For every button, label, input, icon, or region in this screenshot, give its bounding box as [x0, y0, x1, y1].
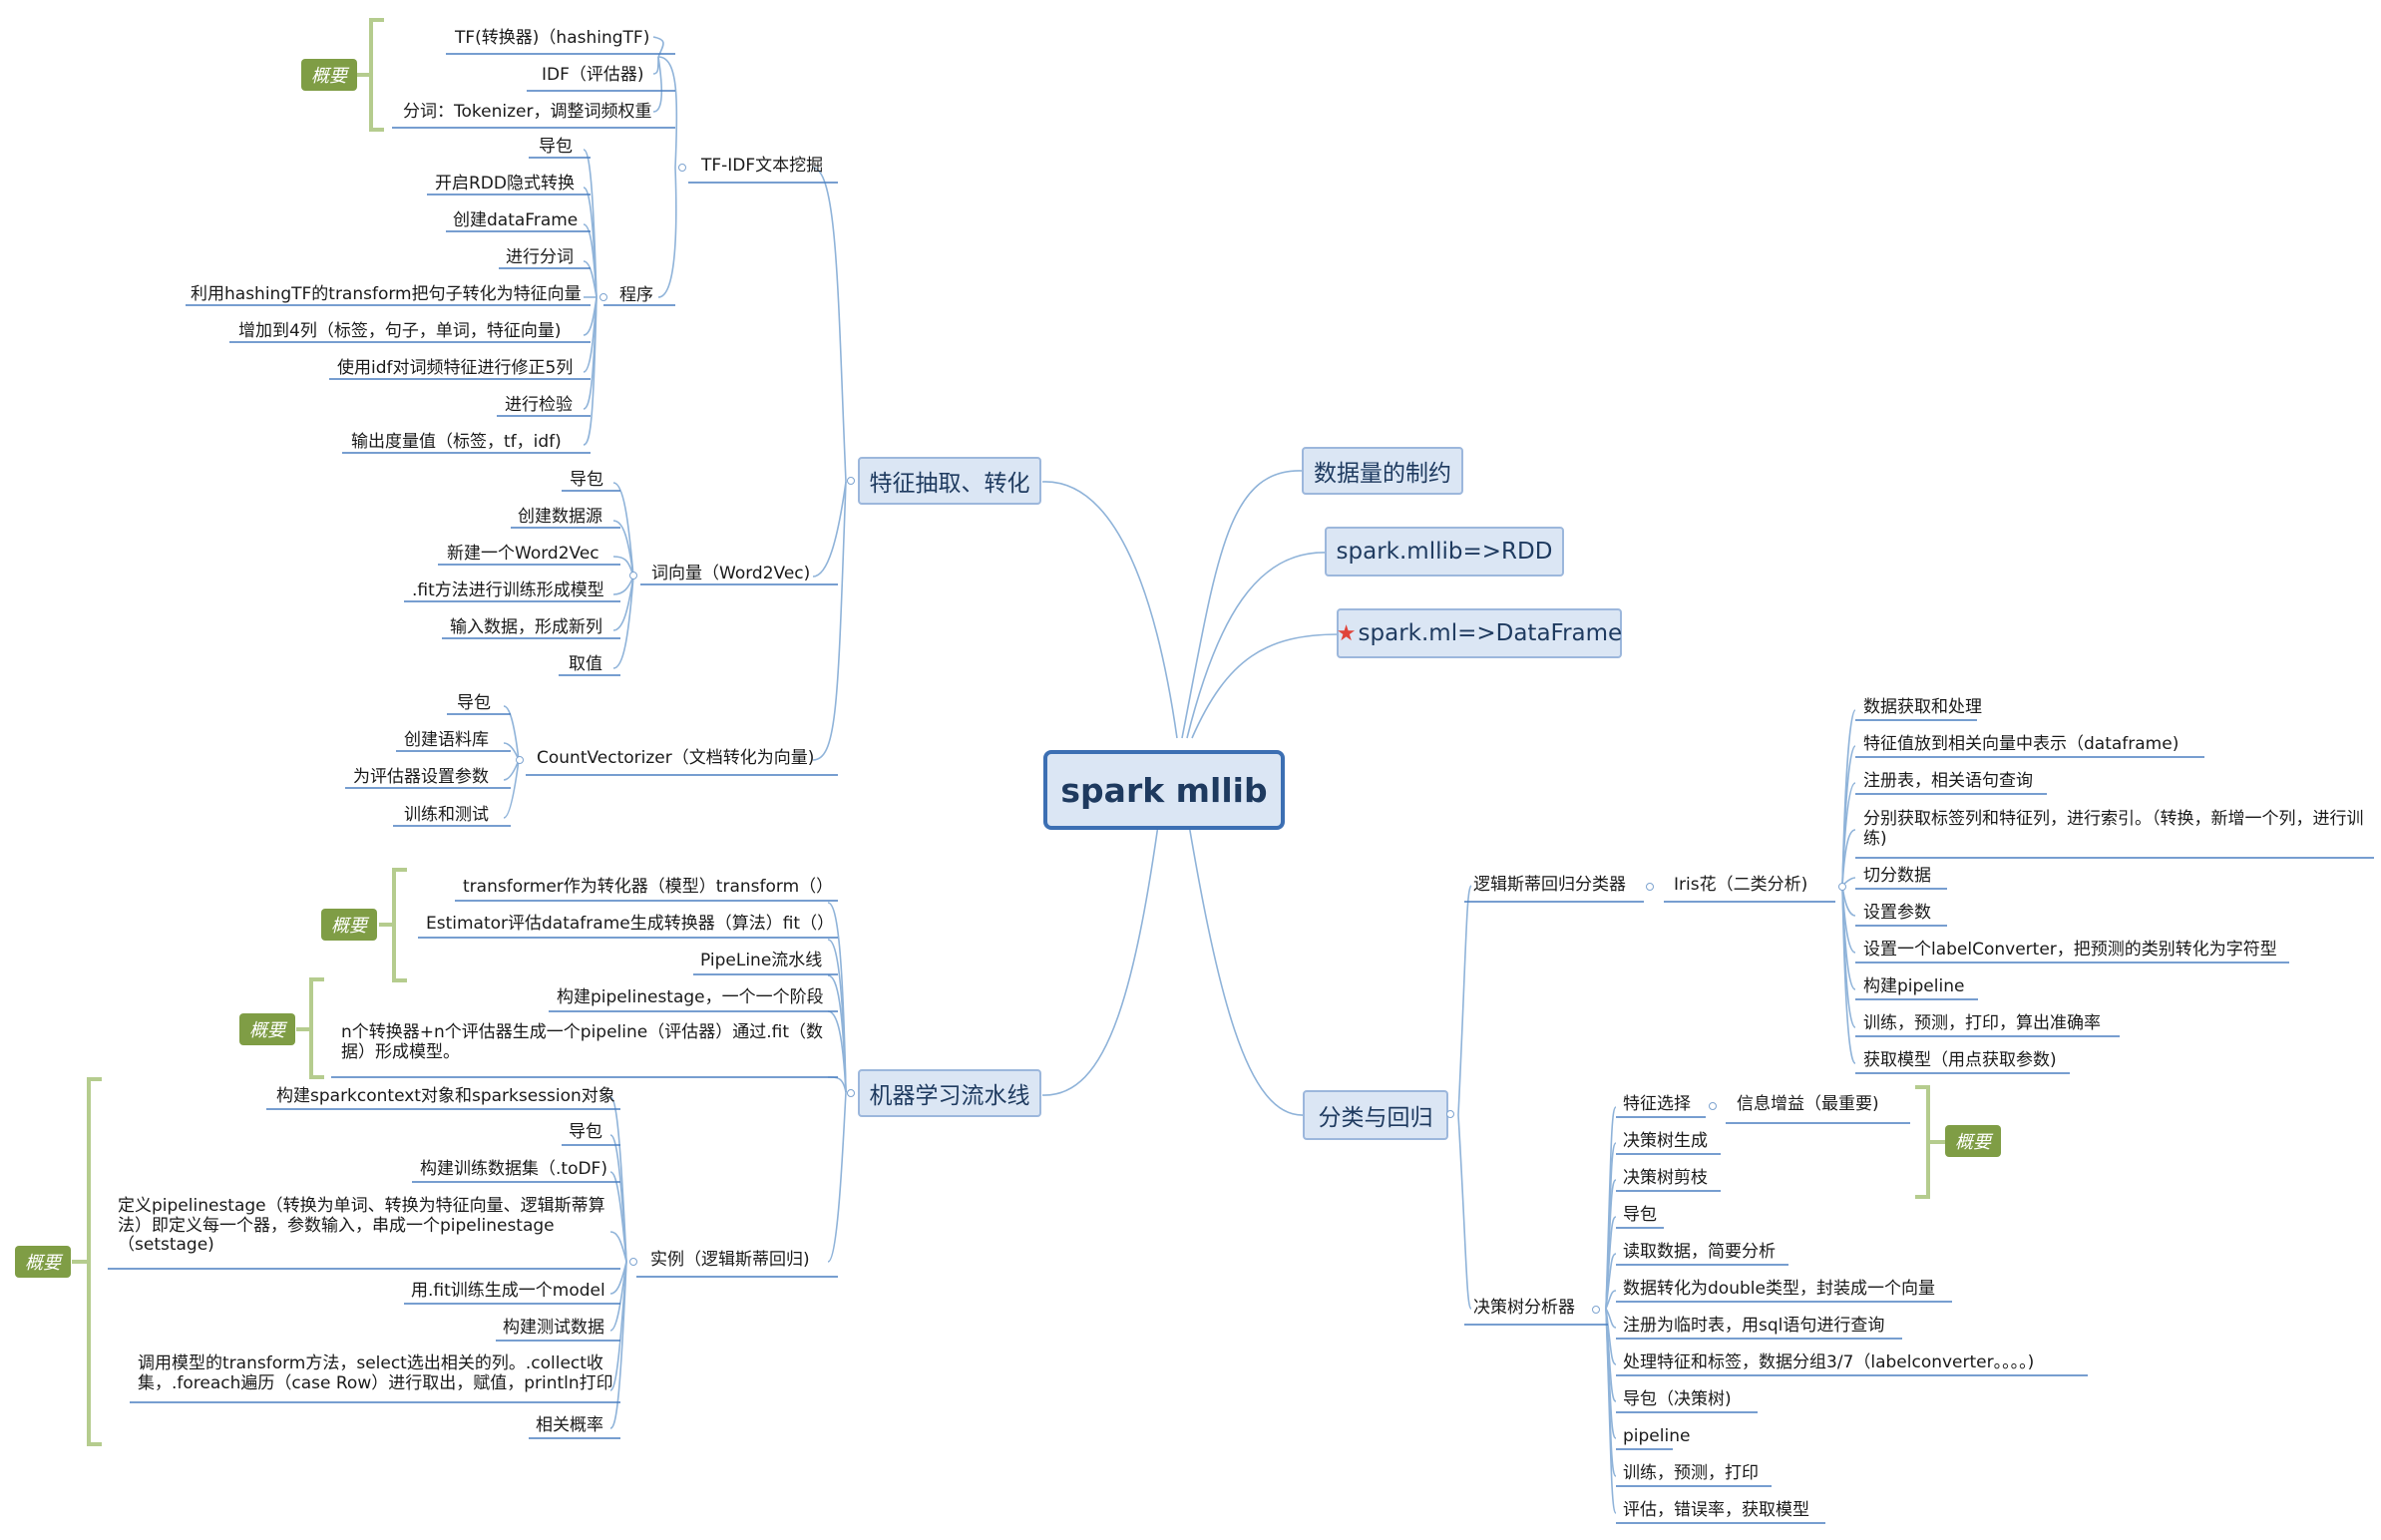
countvec-item[interactable]: 创建语料库	[404, 730, 489, 750]
tree-item[interactable]: 导包（决策树)	[1623, 1389, 1732, 1409]
tree-feature-select[interactable]: 特征选择	[1623, 1094, 1691, 1114]
collapse-toggle-icon[interactable]	[629, 1258, 637, 1266]
program-item[interactable]: 进行检验	[505, 395, 573, 415]
tfidf-overview-item[interactable]: 分词：Tokenizer，调整词频权重	[403, 102, 652, 122]
countvec-branch[interactable]: CountVectorizer（文档转化为向量)	[537, 748, 815, 768]
collapse-toggle-icon[interactable]	[1446, 1110, 1454, 1118]
word2vec-item[interactable]: 导包	[570, 470, 603, 490]
example-item[interactable]: 用.fit训练生成一个model	[411, 1281, 605, 1301]
collapse-toggle-icon[interactable]	[1709, 1102, 1717, 1110]
example-item[interactable]: 调用模型的transform方法，select选出相关的列。.collect收集…	[138, 1353, 613, 1393]
topic-feature[interactable]: 特征抽取、转化	[858, 457, 1041, 505]
example-item[interactable]: 导包	[569, 1122, 602, 1142]
countvec-item[interactable]: 导包	[457, 693, 491, 713]
tree-item[interactable]: 评估，错误率，获取模型	[1623, 1500, 1809, 1520]
tree-item[interactable]: 导包	[1623, 1205, 1657, 1225]
summary-label[interactable]: 概要	[301, 59, 357, 91]
tree-item[interactable]: 数据转化为double类型，封装成一个向量	[1623, 1279, 1935, 1299]
iris-item[interactable]: 分别获取标签列和特征列，进行索引。（转换，新增一个列，进行训练)	[1863, 809, 2364, 849]
iris-item[interactable]: 注册表，相关语句查询	[1863, 771, 2033, 791]
pipeline-item[interactable]: Estimator评估dataframe生成转换器（算法）fit（）	[426, 914, 835, 934]
program-item[interactable]: 开启RDD隐式转换	[435, 174, 575, 193]
tree-item[interactable]: 决策树生成	[1623, 1131, 1708, 1151]
tfidf-program-branch[interactable]: 程序	[619, 285, 653, 305]
tree-item[interactable]: 训练，预测，打印	[1623, 1463, 1759, 1483]
iris-item[interactable]: 特征值放到相关向量中表示（dataframe)	[1863, 734, 2180, 754]
program-item[interactable]: 进行分词	[506, 247, 574, 267]
collapse-toggle-icon[interactable]	[847, 477, 855, 485]
topic-data-limit[interactable]: 数据量的制约	[1302, 447, 1463, 495]
collapse-toggle-icon[interactable]	[1838, 883, 1846, 891]
central-topic[interactable]: spark mllib	[1043, 750, 1285, 830]
iris-branch[interactable]: Iris花（二类分析)	[1674, 875, 1808, 895]
countvec-item[interactable]: 为评估器设置参数	[353, 767, 489, 787]
tree-item[interactable]: 注册为临时表，用sql语句进行查询	[1623, 1316, 1885, 1336]
collapse-toggle-icon[interactable]	[516, 756, 524, 764]
tree-item[interactable]: 决策树剪枝	[1623, 1168, 1708, 1188]
topic-ml-dataframe-label: spark.ml=>DataFrame	[1358, 620, 1623, 646]
pipeline-item[interactable]: PipeLine流水线	[700, 951, 823, 970]
word2vec-item[interactable]: 创建数据源	[518, 507, 602, 527]
word2vec-item[interactable]: 取值	[569, 654, 602, 674]
iris-item[interactable]: 构建pipeline	[1863, 976, 1965, 996]
star-icon: ★	[1336, 620, 1357, 646]
word2vec-item[interactable]: .fit方法进行训练形成模型	[412, 580, 604, 600]
summary-label[interactable]: 概要	[15, 1246, 71, 1278]
tree-item[interactable]: 读取数据，简要分析	[1623, 1242, 1776, 1262]
word2vec-item[interactable]: 输入数据，形成新列	[450, 617, 602, 637]
program-item[interactable]: 使用idf对词频特征进行修正5列	[337, 358, 574, 378]
program-item[interactable]: 导包	[539, 137, 573, 157]
word2vec-item[interactable]: 新建一个Word2Vec	[447, 544, 599, 564]
pipeline-item[interactable]: transformer作为转化器（模型）transform（）	[463, 877, 834, 897]
logistic-branch[interactable]: 逻辑斯蒂回归分类器	[1473, 875, 1626, 895]
example-item[interactable]: 构建测试数据	[503, 1318, 604, 1338]
iris-item[interactable]: 获取模型（用点获取参数)	[1863, 1050, 2057, 1070]
collapse-toggle-icon[interactable]	[629, 572, 637, 579]
example-item[interactable]: 相关概率	[536, 1415, 603, 1435]
collapse-toggle-icon[interactable]	[847, 1089, 855, 1097]
collapse-toggle-icon[interactable]	[678, 164, 686, 172]
tree-info-gain[interactable]: 信息增益（最重要)	[1737, 1094, 1879, 1114]
iris-item[interactable]: 设置参数	[1863, 903, 1931, 923]
example-branch[interactable]: 实例（逻辑斯蒂回归)	[650, 1250, 810, 1270]
tfidf-overview-item[interactable]: IDF（评估器)	[542, 65, 644, 85]
topic-ml-dataframe[interactable]: ★spark.ml=>DataFrame	[1337, 608, 1622, 658]
summary-label[interactable]: 概要	[1945, 1125, 2001, 1157]
summary-label[interactable]: 概要	[321, 909, 377, 941]
tfidf-branch[interactable]: TF-IDF文本挖掘	[701, 156, 824, 176]
program-item[interactable]: 增加到4列（标签，句子，单词，特征向量)	[238, 321, 562, 341]
topic-classify[interactable]: 分类与回归	[1303, 1090, 1448, 1140]
collapse-toggle-icon[interactable]	[599, 293, 607, 301]
program-item[interactable]: 输出度量值（标签，tf，idf)	[351, 432, 562, 452]
iris-item[interactable]: 切分数据	[1863, 866, 1931, 886]
example-item[interactable]: 定义pipelinestage（转换为单词、转换为特征向量、逻辑斯蒂算法）即定义…	[118, 1196, 605, 1256]
iris-item[interactable]: 设置一个labelConverter，把预测的类别转化为字符型	[1863, 940, 2277, 960]
program-item[interactable]: 创建dataFrame	[453, 210, 579, 230]
example-item[interactable]: 构建sparkcontext对象和sparksession对象	[276, 1086, 615, 1106]
summary-label[interactable]: 概要	[239, 1013, 295, 1045]
example-item[interactable]: 构建训练数据集（.toDF)	[420, 1159, 607, 1179]
iris-item[interactable]: 数据获取和处理	[1863, 697, 1982, 717]
topic-pipeline[interactable]: 机器学习流水线	[858, 1069, 1041, 1117]
tree-branch[interactable]: 决策树分析器	[1473, 1298, 1575, 1318]
pipeline-item[interactable]: n个转换器+n个评估器生成一个pipeline（评估器）通过.fit（数据）形成…	[341, 1022, 824, 1062]
tree-item[interactable]: pipeline	[1623, 1426, 1691, 1446]
collapse-toggle-icon[interactable]	[1592, 1306, 1600, 1314]
tree-item[interactable]: 处理特征和标签，数据分组3/7（labelconverter。。。。)	[1623, 1352, 2035, 1372]
countvec-item[interactable]: 训练和测试	[404, 805, 489, 825]
word2vec-branch[interactable]: 词向量（Word2Vec)	[651, 564, 811, 583]
program-item[interactable]: 利用hashingTF的transform把句子转化为特征向量	[191, 284, 582, 304]
collapse-toggle-icon[interactable]	[1646, 883, 1654, 891]
pipeline-item[interactable]: 构建pipelinestage，一个一个阶段	[557, 987, 824, 1007]
tfidf-overview-item[interactable]: TF(转换器)（hashingTF)	[455, 28, 650, 48]
iris-item[interactable]: 训练，预测，打印，算出准确率	[1863, 1013, 2101, 1033]
topic-mllib-rdd[interactable]: spark.mllib=>RDD	[1325, 527, 1564, 577]
